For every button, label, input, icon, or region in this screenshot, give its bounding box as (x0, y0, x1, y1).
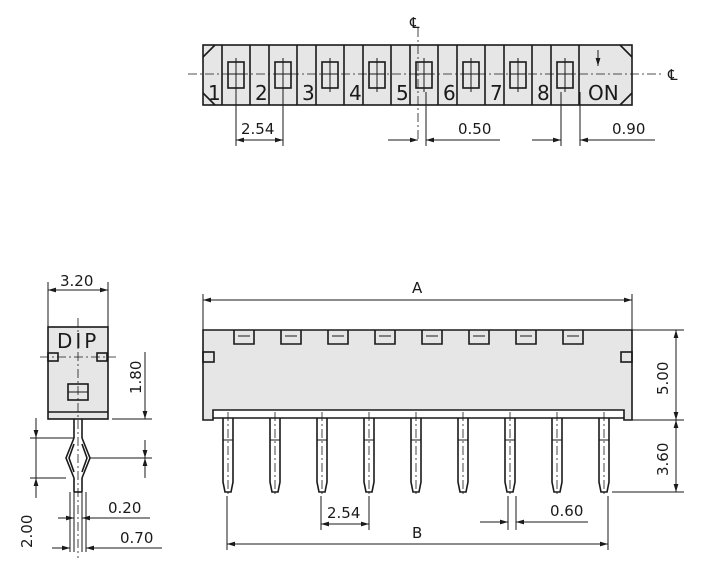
dim-front-pin-width: 0.60 (550, 502, 583, 520)
dim-side-height: 1.80 (127, 361, 145, 394)
top-switch-numbers: 1 2 3 4 5 6 7 8 (208, 81, 550, 105)
dim-b: B (412, 524, 422, 542)
centerline-symbol-right: ℄ (667, 66, 678, 84)
front-actuator (421, 330, 443, 345)
switch-number: 7 (490, 81, 503, 105)
dim-a: A (412, 279, 423, 297)
switch-number: 5 (396, 81, 409, 105)
front-pin (316, 412, 328, 496)
front-pin (551, 412, 563, 496)
front-pin (410, 412, 422, 496)
dim-body-height: 5.00 (654, 362, 672, 395)
top-divider-lines (221, 45, 580, 105)
dim-pin-length: 2.00 (18, 515, 36, 548)
dim-top-pitch: 2.54 (241, 120, 274, 138)
front-pin (504, 412, 516, 496)
on-label: ON (588, 81, 619, 105)
switch-number: 6 (443, 81, 456, 105)
dim-pin-height: 3.60 (654, 443, 672, 476)
front-actuator (233, 330, 255, 345)
front-pin (598, 412, 610, 496)
front-view: A 5.00 3.60 2.54 0.60 B (202, 279, 684, 550)
dim-center-offset: 0.50 (458, 120, 491, 138)
top-view: 1 2 3 4 5 6 7 8 ON ℄ ℄ 2.54 0.50 0.90 (188, 14, 678, 146)
front-actuator (327, 330, 349, 345)
switch-number: 3 (302, 81, 315, 105)
front-actuator (374, 330, 396, 345)
dim-pin-thickness: 0.20 (108, 499, 141, 517)
switch-number: 2 (255, 81, 268, 105)
front-pin (363, 412, 375, 496)
front-pins (222, 412, 610, 496)
front-actuator (515, 330, 537, 345)
top-switch-actuators (227, 58, 574, 92)
dip-label: DIP (57, 329, 99, 353)
front-actuator (562, 330, 584, 345)
front-pin (457, 412, 469, 496)
switch-number: 8 (537, 81, 550, 105)
front-actuator (468, 330, 490, 345)
front-pin (222, 412, 234, 496)
front-actuators (233, 330, 584, 345)
switch-number: 4 (349, 81, 362, 105)
top-switch-6 (462, 58, 480, 92)
dim-edge: 0.90 (612, 120, 645, 138)
dim-side-width: 3.20 (60, 272, 93, 290)
centerline-symbol-top: ℄ (409, 14, 420, 32)
switch-number: 1 (208, 81, 221, 105)
side-view: DIP 3.20 1.80 2.00 (18, 272, 162, 558)
front-actuator (280, 330, 302, 345)
dim-pin-width: 0.70 (120, 529, 153, 547)
dim-front-pitch: 2.54 (327, 504, 360, 522)
front-pin (269, 412, 281, 496)
